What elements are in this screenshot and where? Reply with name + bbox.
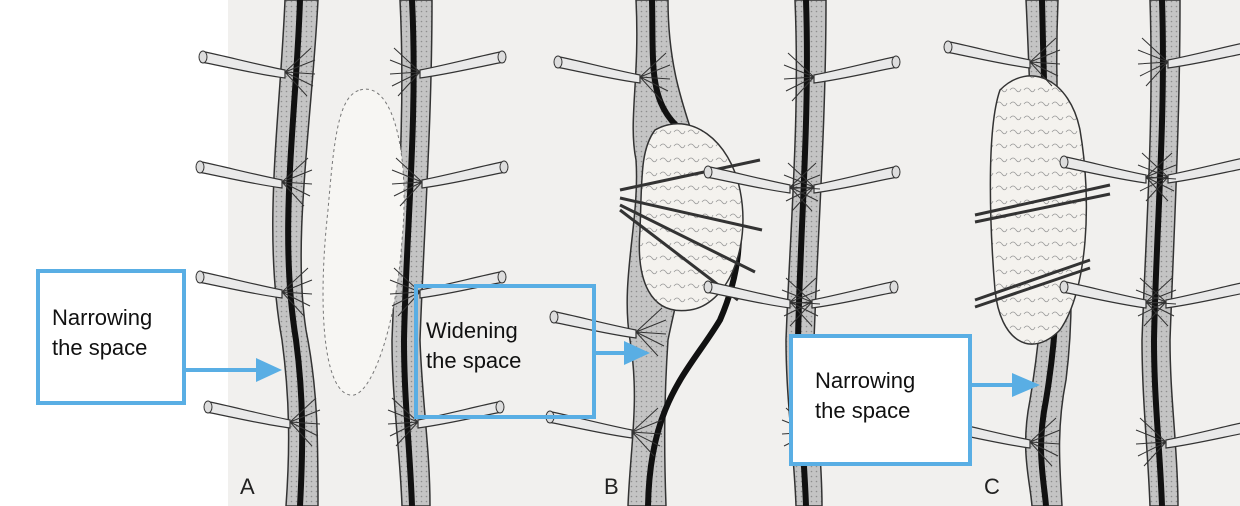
panel-label-b: B [604, 474, 619, 500]
callout-narrowing-c: Narrowing the space [789, 334, 972, 466]
arrow-3 [972, 373, 1040, 397]
callout-text-line1: Narrowing [52, 303, 182, 333]
callout-text-line1: Narrowing [815, 366, 968, 396]
callout-text-line2: the space [52, 333, 182, 363]
callout-narrowing-a: Narrowing the space [36, 269, 186, 405]
callout-text-line1: Widening [426, 316, 592, 346]
callout-widening-b: Widening the space [414, 284, 596, 419]
callout-text-line2: the space [815, 396, 968, 426]
arrow-1 [186, 358, 282, 382]
panel-label-c: C [984, 474, 1000, 500]
panel-label-a: A [240, 474, 255, 500]
panel-c-illustration [944, 0, 1240, 506]
panel-a-illustration [196, 0, 508, 506]
callout-text-line2: the space [426, 346, 592, 376]
